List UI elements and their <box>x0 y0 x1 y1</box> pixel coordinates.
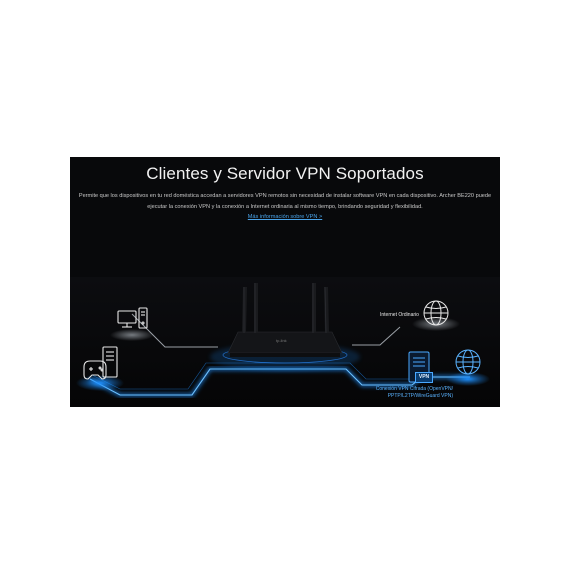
vpn-feature-banner: Clientes y Servidor VPN Soportados Permi… <box>70 157 500 407</box>
internet-spotlight <box>412 317 460 331</box>
vpn-tag: VPN <box>415 372 433 383</box>
internet-line <box>352 326 401 346</box>
computer-spotlight <box>110 329 154 341</box>
more-info-link-wrapper: Más información sobre VPN > <box>70 214 500 220</box>
vpn-protocols-line-1: Conexión VPN Cifrada (OpenVPN/ <box>375 386 453 392</box>
vpn-globe-icon <box>455 349 481 375</box>
network-diagram <box>70 277 500 407</box>
more-info-link[interactable]: Más información sobre VPN > <box>247 214 323 220</box>
description-line-1: Permite que los dispositivos en tu red d… <box>78 193 492 199</box>
globe-icon <box>423 300 449 326</box>
page-title: Clientes y Servidor VPN Soportados <box>146 164 424 183</box>
vpn-path-line-secondary <box>91 362 410 390</box>
feature-description: Permite que los dispositivos en tu red d… <box>76 191 494 213</box>
vpn-globe-spotlight <box>446 372 490 386</box>
router-icon <box>227 283 343 357</box>
ethernet-line-computer <box>131 313 218 348</box>
vpn-protocols-label: Conexión VPN Cifrada (OpenVPN/ PPTP/L2TP… <box>370 386 453 399</box>
description-line-2: ejecutar la conexión VPN y la conexión a… <box>147 204 423 210</box>
router-brand-logo: tp-link <box>276 338 287 343</box>
internet-label: Internet Ordinario <box>380 312 419 318</box>
desktop-computer-icon <box>117 307 148 329</box>
game-console-icon <box>83 346 118 380</box>
vpn-protocols-line-2: PPTP/L2TP/WireGuard VPN) <box>387 392 453 399</box>
